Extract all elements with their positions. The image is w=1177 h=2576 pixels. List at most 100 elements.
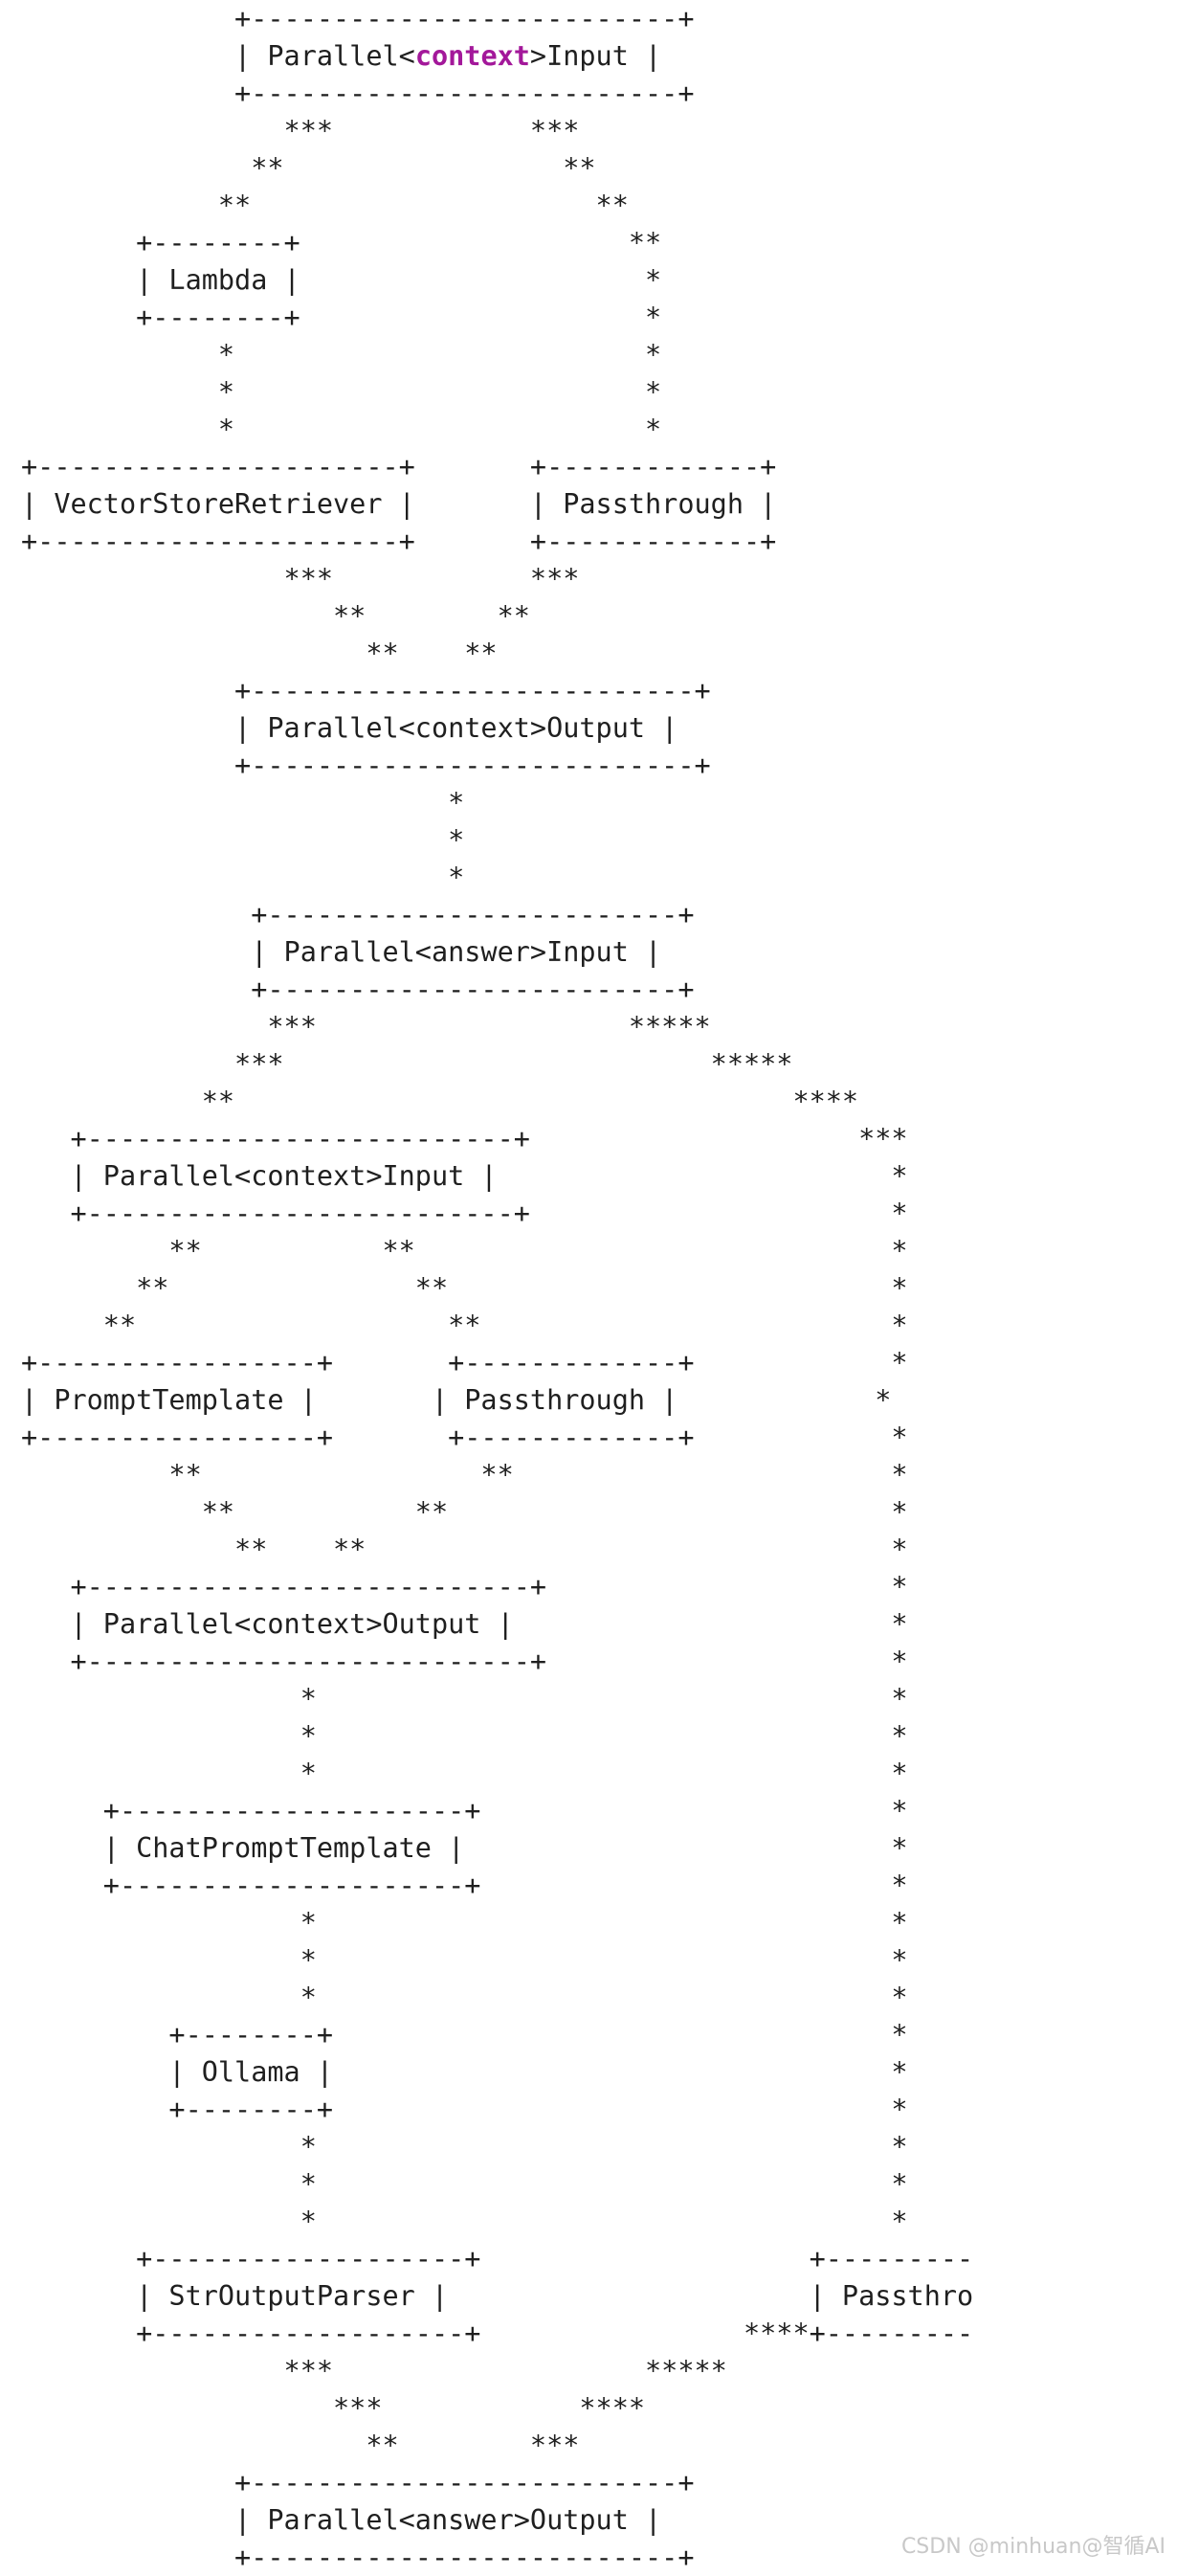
diagram-line-text: * * (21, 1944, 908, 1976)
diagram-line: | Lambda | * (21, 261, 973, 299)
diagram-line-text: +--------+ * (21, 2094, 908, 2125)
diagram-line: *** *** (21, 560, 973, 597)
diagram-line-text: +--------+ * (21, 302, 662, 333)
diagram-line: * * (21, 2165, 973, 2203)
diagram-line: * (21, 821, 973, 859)
diagram-line-text: *** *** (21, 563, 580, 594)
diagram-line-text: ** ** * (21, 1459, 908, 1490)
diagram-line: * * (21, 411, 973, 448)
diagram-line-text: | Lambda | * (21, 264, 662, 296)
diagram-line: ** *** (21, 2427, 973, 2464)
diagram-line: +-------------------------+ (21, 896, 973, 933)
diagram-line-text: ** ** (21, 638, 498, 669)
diagram-line-text: +---------------------------+ * (21, 1571, 908, 1602)
diagram-line: ** ** (21, 187, 973, 224)
diagram-line: +---------------------------+ (21, 672, 973, 709)
diagram-line: * * (21, 1979, 973, 2016)
diagram-line-text: * (21, 787, 465, 818)
diagram-line-text: | Parallel<context>Input | * (21, 1160, 908, 1192)
diagram-line: | Parallel<answer>Input | (21, 933, 973, 971)
diagram-line-text: +-------------------------+ (21, 899, 695, 930)
diagram-line: | Parallel<context>Output | * (21, 1605, 973, 1643)
diagram-line-text: ** ** * (21, 1310, 908, 1341)
diagram-line-text: +--------------------------+ (21, 2467, 695, 2498)
csdn-watermark: CSDN @minhuan@智循AI (900, 2535, 1166, 2559)
diagram-line-text: * * (21, 1758, 908, 1789)
diagram-line-text: * * (21, 376, 662, 408)
diagram-line: * * (21, 1755, 973, 1792)
diagram-line-text: +----------------------+ +-------------+ (21, 451, 777, 482)
diagram-line: * * (21, 336, 973, 373)
diagram-line: | Parallel<context>Input | (21, 37, 973, 75)
diagram-line-text: +-----------------+ +-------------+ * (21, 1422, 908, 1453)
diagram-line: +-----------------+ +-------------+ * (21, 1344, 973, 1381)
diagram-line-text: +----------------------+ +-------------+ (21, 526, 777, 557)
diagram-line-text: * (21, 862, 465, 893)
diagram-line: *** ***** (21, 1045, 973, 1083)
diagram-line-text: *** *** (21, 115, 580, 146)
diagram-line-text: * * (21, 1907, 908, 1938)
diagram-line-text: +---------------------------+ (21, 750, 711, 781)
diagram-line: +--------+ * (21, 299, 973, 336)
diagram-line-text: +---------------------------+ (21, 675, 711, 706)
diagram-line-text: * * (21, 2131, 908, 2162)
diagram-line-text: +--------+ ** (21, 227, 662, 258)
diagram-line: | Parallel<context>Output | (21, 709, 973, 747)
diagram-line-text: +---------------------+ * (21, 1870, 908, 1901)
diagram-line: +-------------------------+ (21, 971, 973, 1008)
diagram-line: +-------------------+ +--------- (21, 2240, 973, 2277)
ascii-graph-diagram: +--------------------------+ | Parallel<… (21, 0, 973, 2576)
diagram-line: * * (21, 373, 973, 411)
diagram-line-text: +--------+ * (21, 2019, 908, 2050)
diagram-line-text: | Parallel<context>Output | (21, 712, 678, 744)
diagram-line: | PromptTemplate | | Passthrough | * (21, 1381, 973, 1419)
diagram-line: ** ** (21, 149, 973, 187)
diagram-line-text: ** ** (21, 152, 596, 184)
diagram-line: ** ** * (21, 1456, 973, 1493)
diagram-line: ** **** (21, 1083, 973, 1120)
diagram-line-text: ** ** * (21, 1534, 908, 1565)
diagram-line: ** ** * (21, 1269, 973, 1307)
diagram-line: +----------------------+ +-------------+ (21, 523, 973, 560)
diagram-line-text: * * (21, 1720, 908, 1752)
diagram-line-text: ** ** (21, 190, 629, 221)
diagram-line: +----------------------+ +-------------+ (21, 448, 973, 485)
diagram-line: +---------------------+ * (21, 1792, 973, 1829)
diagram-line-text: * * (21, 2206, 908, 2237)
diagram-line: +--------------------------+ * (21, 1195, 973, 1232)
diagram-line-text: * (21, 824, 465, 856)
diagram-line-text: | Parallel<answer>Input | (21, 936, 662, 968)
diagram-line-text: | ChatPromptTemplate | * (21, 1832, 908, 1864)
diagram-line: | VectorStoreRetriever | | Passthrough | (21, 485, 973, 523)
diagram-line-text: +--------------------------+ *** (21, 1123, 908, 1154)
diagram-line: * * (21, 2203, 973, 2240)
diagram-line-text: | Parallel<context>Output | * (21, 1608, 908, 1640)
diagram-line: * * (21, 1717, 973, 1755)
diagram-line-text: * * (21, 1982, 908, 2013)
diagram-line: * (21, 784, 973, 821)
diagram-line-text: +-------------------+ +--------- (21, 2243, 974, 2274)
diagram-line: * (21, 859, 973, 896)
diagram-line-text: +---------------------+ * (21, 1795, 908, 1826)
diagram-line-text: | Parallel< (21, 40, 415, 72)
diagram-line-text: | Ollama | * (21, 2056, 908, 2088)
diagram-line-text: *** ***** (21, 2355, 727, 2386)
diagram-line: | Ollama | * (21, 2053, 973, 2091)
diagram-line: +--------------------------+ *** (21, 1120, 973, 1157)
diagram-line-text: *** **** (21, 2392, 646, 2424)
diagram-line: | Parallel<answer>Output | (21, 2501, 973, 2539)
diagram-line: +--------------------------+ (21, 0, 973, 37)
diagram-line-text: +--------------------------+ (21, 78, 695, 109)
diagram-line-text: +--------------------------+ * (21, 1198, 908, 1229)
diagram-line-text: ** ** (21, 600, 530, 632)
diagram-line-text: | VectorStoreRetriever | | Passthrough | (21, 488, 777, 520)
diagram-line-text: * * (21, 2168, 908, 2200)
diagram-line: * * (21, 1941, 973, 1979)
diagram-line-text: +-------------------+ ****+--------- (21, 2318, 974, 2349)
diagram-line-text: *** ***** (21, 1048, 793, 1080)
diagram-line-text: | Parallel<answer>Output | (21, 2504, 662, 2536)
diagram-line: +-------------------+ ****+--------- (21, 2315, 973, 2352)
diagram-line-text: ** **** (21, 1086, 859, 1117)
diagram-line: +-----------------+ +-------------+ * (21, 1419, 973, 1456)
diagram-line: +--------+ * (21, 2091, 973, 2128)
